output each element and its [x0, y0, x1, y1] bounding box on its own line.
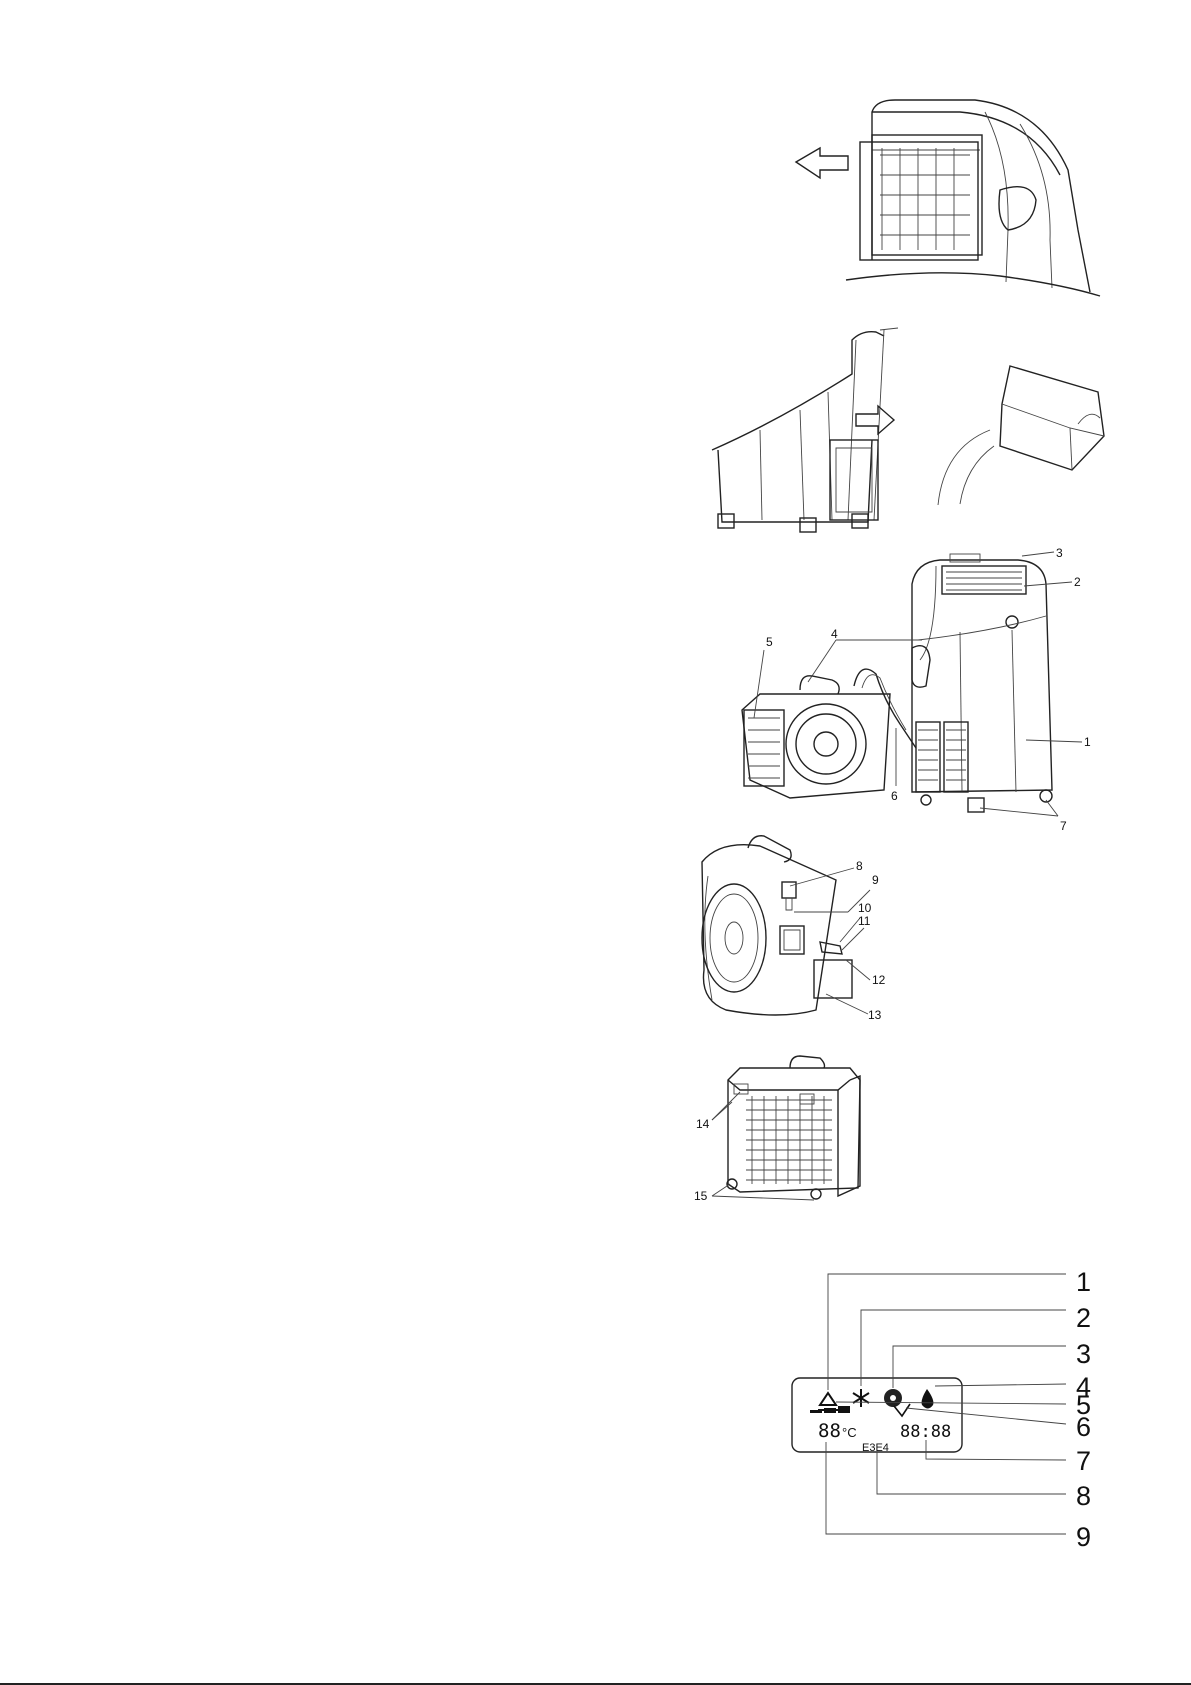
outdoor-label-14: 14	[696, 1117, 710, 1131]
lcd-time-digits: 88:88	[900, 1422, 951, 1442]
outdoor-label-12: 12	[872, 973, 886, 987]
filter-removal-figure	[796, 100, 1100, 296]
outdoor-side-labels: 8 9 10 11 12 13	[856, 859, 886, 1022]
outdoor-label-8: 8	[856, 859, 863, 873]
overview-label-6: 6	[891, 789, 898, 803]
lcd-temp-unit: °C	[842, 1425, 857, 1440]
outdoor-label-11: 11	[858, 914, 871, 928]
unit-overview-figure	[742, 554, 1052, 812]
overview-label-7: 7	[1060, 819, 1067, 833]
outdoor-label-9: 9	[872, 873, 879, 887]
overview-label-2: 2	[1074, 575, 1081, 589]
lcd-error-text: E3E4	[862, 1442, 889, 1454]
overview-label-3: 3	[1056, 546, 1063, 560]
water-drop-icon	[922, 1389, 934, 1409]
overview-label-4: 4	[831, 627, 838, 641]
lcd-labels: 1 2 3 4 5 6 7 8 9	[1076, 1267, 1091, 1552]
pull-arrow-icon	[796, 148, 848, 178]
overview-label-5: 5	[766, 635, 773, 649]
water-tank-figure	[712, 328, 1104, 532]
outdoor-label-15: 15	[694, 1189, 708, 1203]
lcd-label-8: 8	[1076, 1481, 1091, 1511]
overview-label-1: 1	[1084, 735, 1091, 749]
lcd-label-6: 6	[1076, 1412, 1091, 1442]
lcd-label-1: 1	[1076, 1267, 1091, 1297]
lcd-temp-digits: 88	[818, 1420, 841, 1442]
fan-icon	[884, 1389, 902, 1407]
lcd-label-9: 9	[1076, 1522, 1091, 1552]
outdoor-side-leader-lines	[790, 868, 870, 1014]
outdoor-side-figure	[702, 836, 852, 1015]
fan-speed-bars	[810, 1406, 850, 1413]
outdoor-label-13: 13	[868, 1008, 882, 1022]
lcd-label-3: 3	[1076, 1339, 1091, 1369]
outdoor-back-labels: 14 15	[694, 1117, 710, 1203]
lcd-display-figure: 88 °C 88:88 E3E4	[792, 1378, 962, 1454]
slide-arrow-icon	[856, 406, 894, 434]
lcd-label-7: 7	[1076, 1446, 1091, 1476]
snowflake-icon	[853, 1389, 869, 1407]
outdoor-back-figure	[727, 1056, 860, 1199]
lcd-label-2: 2	[1076, 1303, 1091, 1333]
outdoor-label-10: 10	[858, 901, 872, 915]
triangle-icon	[820, 1393, 836, 1405]
